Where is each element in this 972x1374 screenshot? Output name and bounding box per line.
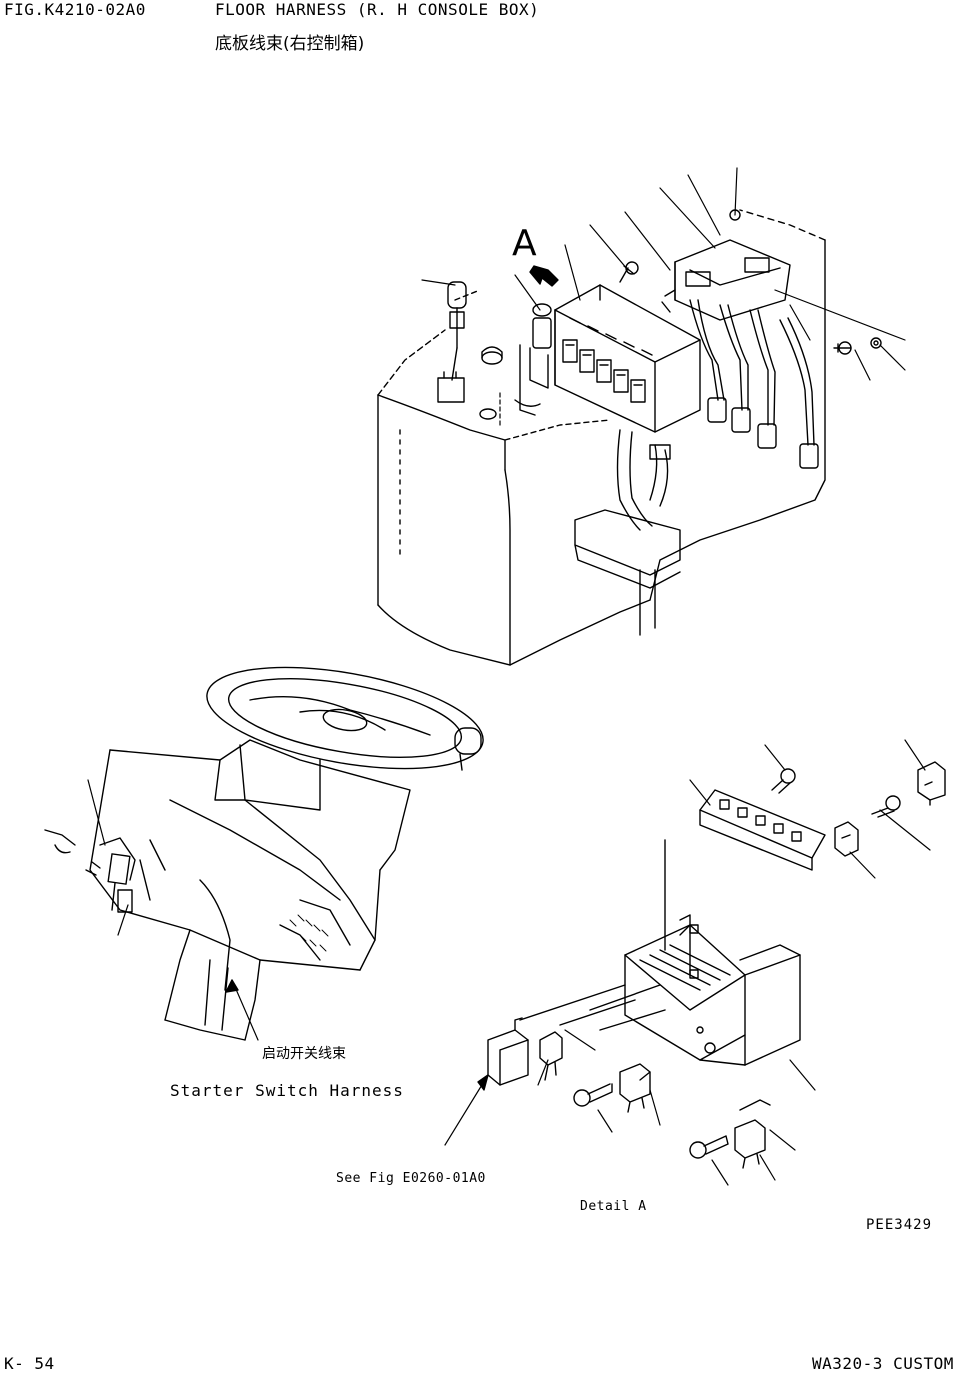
drawing-number: PEE3429 bbox=[866, 1217, 933, 1233]
hatched-arrow-icon bbox=[529, 265, 559, 287]
leader-lines-middle bbox=[87, 779, 259, 1041]
detail-a-label: Detail A bbox=[580, 1199, 647, 1214]
leader-lines-upper bbox=[421, 167, 906, 426]
harness-wires bbox=[574, 239, 819, 636]
console-box bbox=[377, 209, 826, 666]
page-number: K- 54 bbox=[4, 1354, 55, 1373]
arrow-icon bbox=[477, 1074, 489, 1091]
model-name: WA320-3 CUSTOM bbox=[812, 1354, 954, 1373]
starter-harness-label: Starter Switch Harness bbox=[170, 1081, 404, 1100]
starter-harness-label-cn: 启动开关线束 bbox=[262, 1046, 346, 1062]
leader-lines-detail bbox=[444, 739, 931, 1186]
steering-column bbox=[44, 666, 484, 1041]
see-figure-reference: See Fig E0260-01A0 bbox=[336, 1171, 486, 1186]
callout-a-label: A bbox=[512, 223, 537, 264]
hatched-arrow-icon bbox=[225, 979, 239, 993]
detail-a-parts bbox=[487, 761, 946, 1169]
switch-panel bbox=[514, 284, 701, 433]
figure-title-chinese: 底板线束(右控制箱) bbox=[215, 34, 365, 54]
parts-top-left bbox=[437, 281, 467, 403]
figure-title: FLOOR HARNESS (R. H CONSOLE BOX) bbox=[215, 0, 540, 19]
detail-a-bracket bbox=[519, 839, 801, 1066]
figure-code: FIG.K4210-02A0 bbox=[4, 0, 146, 19]
detail-a-terminal-strip bbox=[699, 789, 826, 871]
small-hardware-top bbox=[619, 209, 882, 355]
